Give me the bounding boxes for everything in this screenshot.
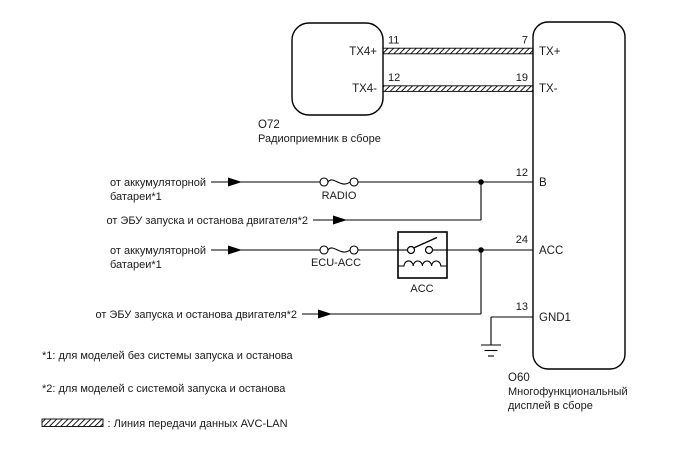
avc-lan-legend-label: : Линия передачи данных AVC-LAN — [108, 418, 288, 430]
fuse-ecu-acc-label: ECU-ACC — [311, 257, 361, 269]
display-pin-number-24: 24 — [516, 234, 528, 246]
battery-source-2-line2: батареи*1 — [110, 259, 162, 271]
relay-acc-symbol — [397, 231, 448, 279]
b-power-circuit — [211, 177, 533, 225]
radio-pin-tx4plus-label: TX4+ — [349, 46, 377, 58]
gnd1-circuit — [481, 316, 533, 357]
display-pin-txplus-label: TX+ — [539, 46, 561, 58]
display-pin-number-13: 13 — [516, 301, 528, 313]
radio-pin-number-12: 12 — [388, 72, 400, 84]
arrow-icon — [228, 245, 242, 255]
display-pin-txminus-label: TX- — [539, 83, 558, 95]
display-connector-name-line1: Многофункциональный — [508, 386, 628, 398]
avc-lan-band-tx-plus — [382, 47, 534, 55]
display-pin-number-12: 12 — [516, 167, 528, 179]
ecu-source-2-label: от ЭБУ запуска и останова двигателя*2 — [95, 309, 297, 321]
display-pin-gnd1-label: GND1 — [539, 312, 571, 324]
acc-power-circuit — [211, 231, 533, 319]
arrow-icon — [333, 215, 347, 225]
avc-lan-band-tx-minus — [382, 85, 534, 92]
radio-pin-tx4minus-label: TX4- — [352, 83, 377, 95]
relay-acc-label: ACC — [410, 283, 433, 295]
avc-lan-legend-swatch — [41, 418, 104, 427]
radio-connector-box: TX4+ TX4- O72 Радиоприемник в сборе — [258, 22, 384, 145]
fuse-radio-symbol — [319, 177, 359, 187]
footnote-2: *2: для моделей с системой запуска и ост… — [42, 383, 286, 395]
fuse-radio-label: RADIO — [322, 190, 357, 202]
display-connector-code: O60 — [508, 372, 530, 384]
radio-box-outline — [291, 22, 384, 116]
display-pin-number-19: 19 — [516, 72, 528, 84]
arrow-icon — [318, 309, 332, 319]
battery-source-1-line1: от аккумуляторной — [110, 177, 206, 189]
display-connector-name-line2: дисплей в сборе — [508, 400, 593, 412]
display-pin-acc-label: ACC — [539, 245, 563, 257]
footnote-1: *1: для моделей без системы запуска и ос… — [42, 350, 294, 362]
battery-source-1-line2: батареи*1 — [110, 191, 162, 203]
battery-source-2-line1: от аккумуляторной — [110, 245, 206, 257]
radio-connector-code: O72 — [258, 119, 280, 131]
ground-icon — [481, 344, 501, 357]
display-box-outline — [532, 21, 626, 370]
fuse-ecu-acc-symbol — [319, 245, 359, 255]
avc-lan-line-tx-plus: 11 7 — [382, 35, 534, 55]
arrow-icon — [228, 177, 242, 187]
relay-coil — [398, 260, 447, 267]
relay-contact-blade — [413, 236, 438, 249]
display-pin-b-label: B — [539, 177, 547, 189]
display-pin-number-7: 7 — [522, 35, 528, 47]
avc-lan-line-tx-minus: 12 19 — [382, 72, 534, 92]
radio-connector-name: Радиоприемник в сборе — [258, 133, 381, 145]
display-connector-box: TX+ TX- B ACC GND1 O60 Многофункциональн… — [508, 21, 628, 412]
ecu-source-1-label: от ЭБУ запуска и останова двигателя*2 — [106, 215, 308, 227]
radio-pin-number-11: 11 — [388, 35, 399, 47]
footnotes: *1: для моделей без системы запуска и ос… — [41, 350, 294, 430]
